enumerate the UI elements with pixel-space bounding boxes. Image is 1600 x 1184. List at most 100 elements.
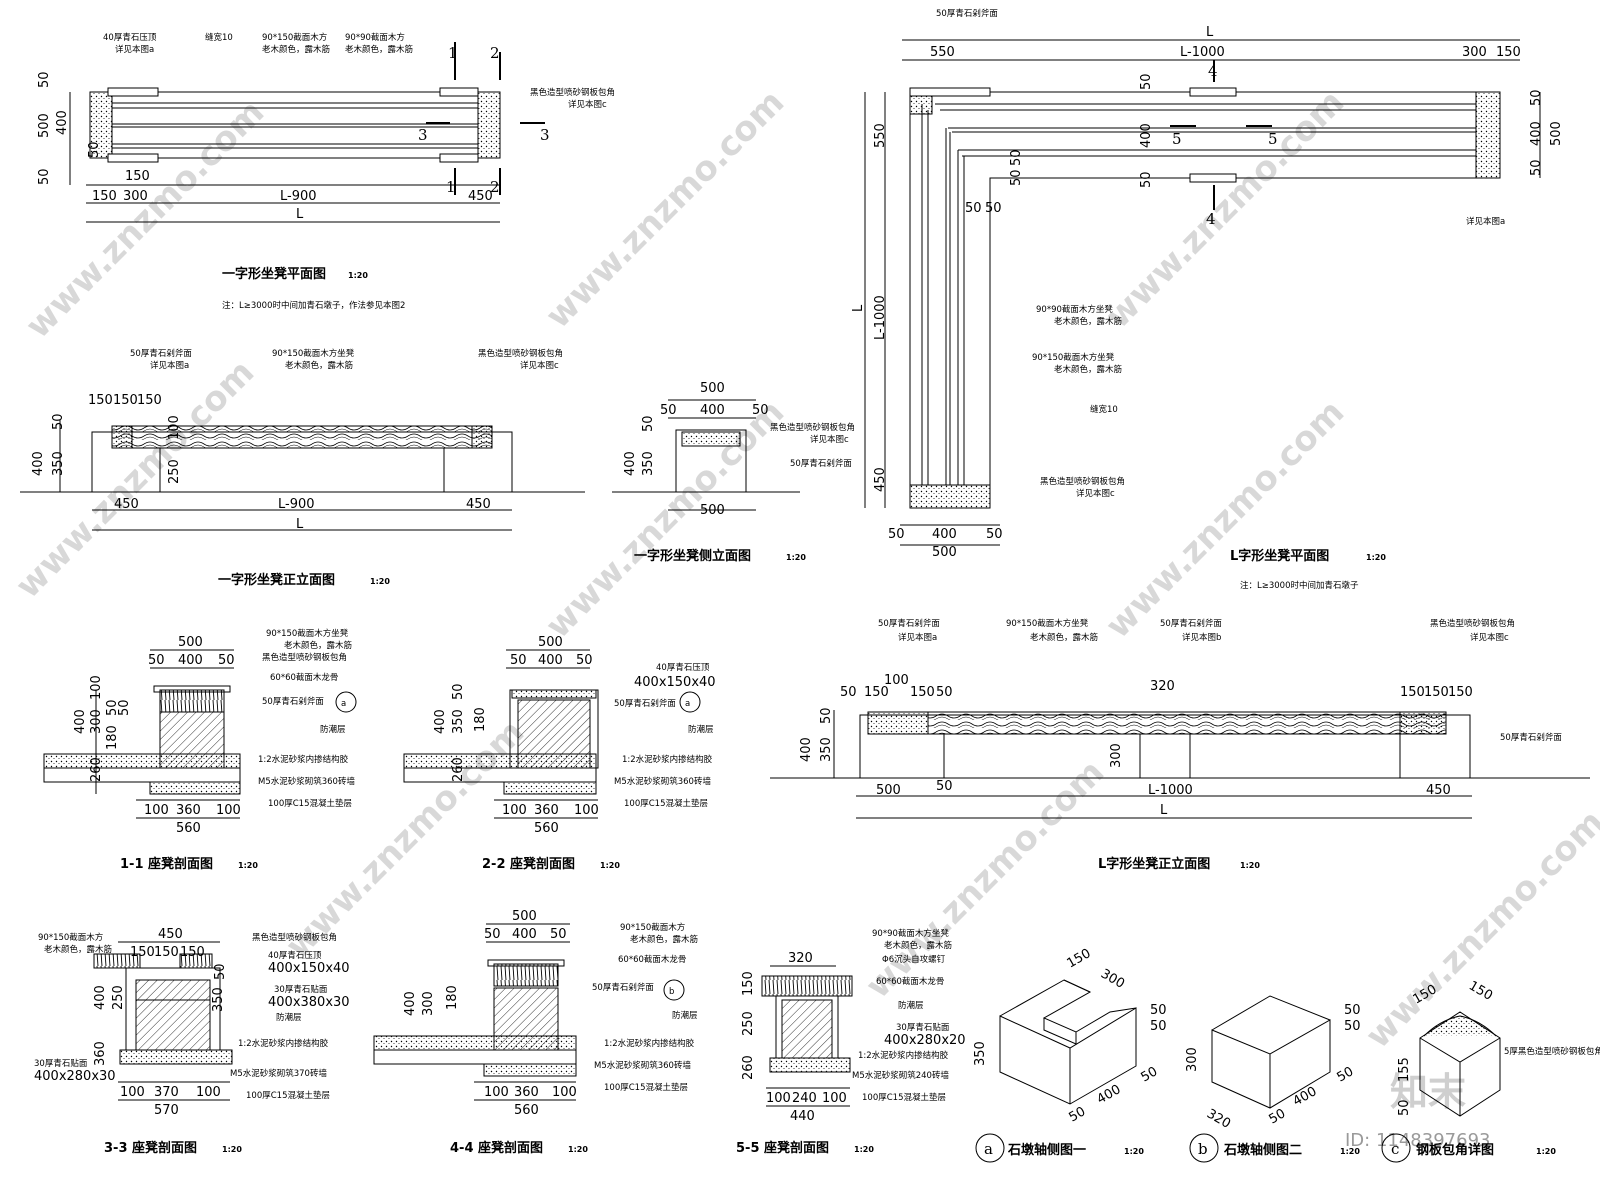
dim-text: 450 xyxy=(114,497,139,512)
drawing-title: L字形坐凳正立面图 xyxy=(1098,856,1210,872)
dim-text: 50 xyxy=(819,707,834,724)
dim-text: 50 xyxy=(1267,1106,1289,1127)
dim-text: 400 xyxy=(55,110,70,135)
axo-c xyxy=(1381,1011,1501,1163)
section-5-5-text: 90*90截面木方坐凳 老木颜色，露木筋 Φ6沉头自攻螺钉 60*60截面木龙骨… xyxy=(736,928,966,1156)
dim-text: 50 xyxy=(1139,73,1154,90)
label: 防潮层 xyxy=(320,724,346,735)
label: 90*90截面木方坐凳 xyxy=(872,928,949,939)
label: 400x380x30 xyxy=(268,995,350,1010)
label: 100厚C15混凝土垫层 xyxy=(624,798,708,809)
label: 详见本图c xyxy=(1076,488,1115,499)
section-mark: 3 xyxy=(540,126,550,144)
watermark-text: www.znzmo.com xyxy=(538,392,792,646)
dim-text: 450 xyxy=(873,467,888,492)
dim-text: L xyxy=(1206,25,1214,40)
dim-text: 350 xyxy=(973,1041,988,1066)
dim-text: 180 xyxy=(473,707,488,732)
label: 老木颜色，露木筋 xyxy=(1054,364,1122,375)
dim-text: 50 xyxy=(1397,1099,1412,1116)
dim-text: 50 xyxy=(213,963,228,980)
label: 400x150x40 xyxy=(268,961,350,976)
dim-text: 150 xyxy=(1466,978,1495,1003)
section-mark: 5 xyxy=(1172,130,1182,148)
label: 50厚青石剁斧面 xyxy=(614,698,676,709)
dim-text: 50 xyxy=(37,168,52,185)
drawing-scale: 1:20 xyxy=(568,1145,588,1154)
dim-text: 180 xyxy=(445,985,460,1010)
label: 黑色造型喷砂钢板包角 xyxy=(262,652,347,663)
drawing-title: 4-4 座凳剖面图 xyxy=(450,1140,543,1156)
dim-text: 50 xyxy=(752,403,769,418)
drawing-title: 3-3 座凳剖面图 xyxy=(104,1140,197,1156)
drawing-title: 1-1 座凳剖面图 xyxy=(120,856,213,872)
plan-straight-text: 40厚青石压顶 详见本图a 缝宽10 90*150截面木方 老木颜色，露木筋 9… xyxy=(37,32,615,311)
dim-text: 150 xyxy=(88,393,113,408)
label: 90*90截面木方坐凳 xyxy=(1036,304,1113,315)
dim-text: 50 xyxy=(1150,1003,1167,1018)
label: 详见本图b xyxy=(1182,632,1221,643)
ref-circle-text: b xyxy=(669,987,674,997)
dim-text: 320 xyxy=(788,951,813,966)
label: 50厚青石剁斧面 xyxy=(936,8,998,19)
label: 90*150截面木方 xyxy=(38,932,103,943)
dim-text: 50 xyxy=(965,201,982,216)
dim-text: L-1000 xyxy=(1180,45,1225,60)
drawing-scale: 1:20 xyxy=(238,861,258,870)
drawing-scale: 1:20 xyxy=(1536,1147,1556,1156)
label: 60*60截面木龙骨 xyxy=(618,954,686,965)
dim-text: 150 xyxy=(1448,685,1473,700)
section-1-1 xyxy=(43,649,357,819)
dim-text: 50 xyxy=(986,527,1003,542)
dim-text: 100 xyxy=(167,415,182,440)
dim-text: 100 xyxy=(766,1091,791,1106)
dim-text: 400 xyxy=(31,451,46,476)
dim-text: L-1000 xyxy=(873,295,888,340)
label: 缝宽10 xyxy=(1090,404,1118,415)
dim-text: 300 xyxy=(1109,743,1124,768)
section-2-2-text: 40厚青石压顶 400x150x40 50厚青石剁斧面 防潮层 1:2水泥砂浆内… xyxy=(433,635,716,872)
section-1-1-text: 90*150截面木方坐凳 老木颜色，露木筋 黑色造型喷砂钢板包角 60*60截面… xyxy=(73,628,355,872)
dim-text: 50 xyxy=(888,527,905,542)
label: 50厚青石剁斧面 xyxy=(1160,618,1222,629)
label: 50厚青石剁斧面 xyxy=(130,348,192,359)
dim-text: 150 xyxy=(130,945,155,960)
label: 90*150截面木方 xyxy=(262,32,327,43)
dim-text: L xyxy=(851,304,866,312)
dim-text: 150 xyxy=(92,189,117,204)
drawing-title: 5-5 座凳剖面图 xyxy=(736,1140,829,1156)
elev-L xyxy=(770,710,1590,819)
label: 黑色造型喷砂钢板包角 xyxy=(530,87,615,98)
label: 详见本图a xyxy=(150,360,189,371)
watermark-text: www.znzmo.com xyxy=(8,352,262,606)
label: 400x280x20 xyxy=(884,1033,966,1048)
dim-text: 450 xyxy=(468,189,493,204)
dim-text: L xyxy=(296,517,304,532)
dim-text: 550 xyxy=(873,123,888,148)
section-3-3 xyxy=(93,941,233,1101)
section-mark: 4 xyxy=(1208,62,1218,80)
label: 40厚青石压顶 xyxy=(268,950,322,961)
label: 详见本图a xyxy=(898,632,937,643)
drawing-title: 2-2 座凳剖面图 xyxy=(482,856,575,872)
axo-b xyxy=(1189,995,1331,1163)
dim-text: 50 xyxy=(641,415,656,432)
dim-text: 260 xyxy=(741,1055,756,1080)
drawing-note: 注：L≥3000时中间加青石墩子 xyxy=(1240,580,1359,591)
section-mark: 2 xyxy=(490,44,500,62)
dim-text: 150 xyxy=(741,971,756,996)
side-straight xyxy=(612,399,800,511)
dim-text: 50 xyxy=(1139,1064,1161,1085)
label: 1:2水泥砂浆内掺结构胶 xyxy=(258,754,349,765)
dim-text: 400 xyxy=(433,709,448,734)
dim-text: 350 xyxy=(819,737,834,762)
section-4-4 xyxy=(373,923,685,1101)
section-mark: 2 xyxy=(490,178,500,196)
label: M5水泥砂浆砌筑370砖墙 xyxy=(230,1068,327,1079)
dim-text: 320 xyxy=(1204,1106,1233,1131)
dim-text: 50 xyxy=(484,927,501,942)
drawing-note: 注：L≥3000时中间加青石墩子，作法参见本图2 xyxy=(222,300,405,311)
elev-L-text: 50厚青石剁斧面 详见本图a 90*150截面木方坐凳 老木颜色，露木筋 50厚… xyxy=(799,618,1562,872)
ref-circle-text: c xyxy=(1391,1140,1399,1158)
dim-text: 50 xyxy=(1067,1104,1089,1125)
